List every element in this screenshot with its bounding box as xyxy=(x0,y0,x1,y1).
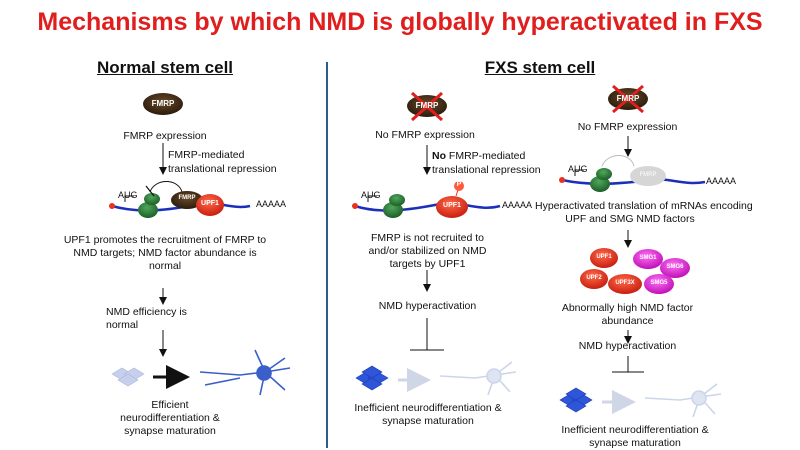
fxs-mediated-2: translational repression xyxy=(432,164,541,176)
normal-upf1-text-2: NMD targets; NMD factor abundance is xyxy=(73,247,257,259)
fxs-stem-cells-a xyxy=(355,365,389,391)
factor-upf2: UPF2 xyxy=(586,275,602,281)
fxs-outcome-b2: synapse maturation xyxy=(589,437,681,449)
normal-upf1-label: UPF1 xyxy=(201,200,219,207)
fxs-mediated-text: FMRP-mediated xyxy=(446,150,526,162)
fxs-heading: FXS stem cell xyxy=(484,58,596,77)
fxs-mrna-complex-a xyxy=(352,181,501,218)
panel-divider xyxy=(326,62,328,448)
fxs-phospho-label: P xyxy=(456,181,462,188)
normal-heading: Normal stem cell xyxy=(96,58,234,77)
fxs-outcome-a2: synapse maturation xyxy=(382,415,474,427)
normal-upf1-text-1: UPF1 promotes the recruitment of FMRP to xyxy=(63,234,267,246)
fxs-upf1-label-a: UPF1 xyxy=(443,202,461,209)
factor-smg5: SMG5 xyxy=(650,280,668,286)
fxs-mediated-1: No FMRP-mediated xyxy=(432,150,525,163)
normal-stem-cells xyxy=(111,367,145,387)
fxs-no-expression-b: No FMRP expression xyxy=(577,121,678,133)
fxs-aug-label-b: AUG xyxy=(568,164,588,174)
fxs-fmrp-label-b: FMRP xyxy=(616,94,640,103)
normal-mrna-complex xyxy=(109,181,251,218)
normal-outcome-1: Efficient xyxy=(151,399,189,411)
factor-smg1: SMG1 xyxy=(639,255,657,261)
normal-neuron xyxy=(199,349,291,396)
fxs-neuron-b xyxy=(644,383,722,418)
factor-smg6: SMG6 xyxy=(666,264,684,270)
fxs-no-word: No xyxy=(432,150,446,162)
fxs-hyper-a: NMD hyperactivation xyxy=(378,300,477,312)
normal-outcome-2: neurodifferentiation & xyxy=(120,412,220,424)
fxs-outcome-a1: Inefficient neurodifferentiation & xyxy=(354,402,502,414)
fxs-fmrp-absent-a xyxy=(407,91,447,122)
fxs-fmrp-label-a: FMRP xyxy=(415,101,439,110)
fxs-stem-cells-b xyxy=(559,387,593,413)
normal-fmrp-label: FMRP xyxy=(151,99,175,108)
fxs-recruit-3: targets by UPF1 xyxy=(389,258,466,270)
fxs-hyper-b: NMD hyperactivation xyxy=(578,340,677,352)
normal-aug-label: AUG xyxy=(118,190,138,200)
fxs-inhibition-b xyxy=(612,356,644,373)
normal-fmrp-small: FMRP xyxy=(178,195,196,201)
fxs-inhibition-a xyxy=(410,318,444,351)
fxs-neuron-a xyxy=(439,361,517,396)
fxs-recruit-1: FMRP is not recruited to xyxy=(370,232,484,244)
normal-fmrp-protein xyxy=(143,93,183,115)
fxs-recruit-2: and/or stabilized on NMD xyxy=(368,245,487,257)
normal-polya: AAAAA xyxy=(256,199,287,209)
fxs-outcome-b1: Inefficient neurodifferentiation & xyxy=(561,424,709,436)
normal-efficiency-1: NMD efficiency is xyxy=(106,306,187,318)
fxs-translation-1: Hyperactivated translation of mRNAs enco… xyxy=(535,200,753,212)
normal-efficiency-2: normal xyxy=(106,319,139,331)
fxs-polya-b: AAAAA xyxy=(706,176,737,186)
fxs-polya-a: AAAAA xyxy=(502,200,533,210)
fxs-abundance-2: abundance xyxy=(601,315,654,327)
fxs-aug-label-a: AUG xyxy=(361,190,381,200)
normal-mediated-2: translational repression xyxy=(168,163,277,175)
fxs-translation-2: UPF and SMG NMD factors xyxy=(565,213,695,225)
normal-expression: FMRP expression xyxy=(123,130,207,142)
fxs-abundance-1: Abnormally high NMD factor xyxy=(561,302,694,314)
fxs-fmrp-absent-b xyxy=(608,84,648,114)
normal-outcome-3: synapse maturation xyxy=(124,425,216,437)
normal-upf1-text-3: normal xyxy=(148,260,182,272)
fxs-nmd-factors xyxy=(580,248,690,294)
fxs-mrna-complex-b xyxy=(559,155,706,192)
factor-upf1: UPF1 xyxy=(596,254,612,260)
fxs-no-expression-a: No FMRP expression xyxy=(375,129,475,141)
page-title: Mechanisms by which NMD is globally hype… xyxy=(37,8,763,36)
fxs-fmrp-ghost: FMRP xyxy=(639,172,657,178)
factor-upf3x: UPF3X xyxy=(615,280,635,286)
normal-mediated-1: FMRP-mediated xyxy=(168,149,245,161)
